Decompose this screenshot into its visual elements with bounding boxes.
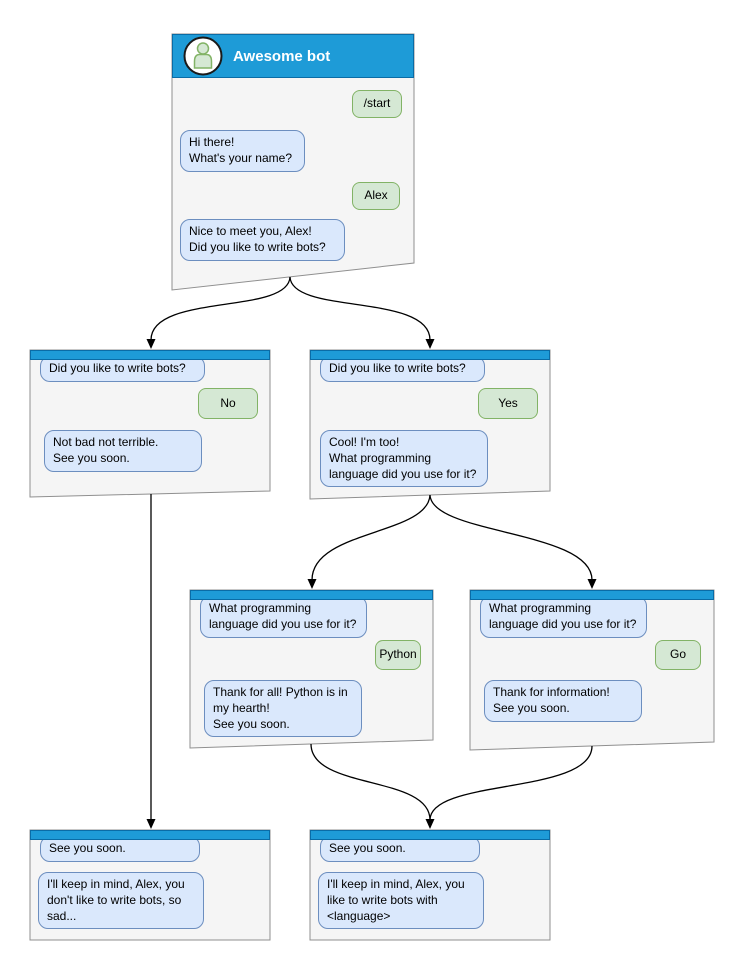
user-message-bubble: /start	[352, 90, 402, 118]
arrow-main-to-no	[150, 276, 291, 341]
bot-message-bubble: Hi there! What's your name?	[180, 130, 305, 172]
arrow-python-to-end	[310, 743, 431, 821]
bot-message-bubble: I'll keep in mind, Alex, you like to wri…	[318, 872, 484, 930]
user-message-bubble: Go	[655, 640, 701, 670]
bot-message-bubble: See you soon.	[40, 836, 200, 862]
bot-message-bubble: Not bad not terrible. See you soon.	[44, 430, 202, 472]
chat-header-end-no	[30, 830, 270, 840]
chat-header-python	[190, 590, 433, 600]
arrowhead	[146, 819, 156, 829]
chat-header-end-yes	[310, 830, 550, 840]
bot-message-bubble: See you soon.	[320, 836, 480, 862]
chat-header-go	[470, 590, 714, 600]
bot-message-bubble: Did you like to write bots?	[320, 356, 485, 382]
bot-message-bubble: I'll keep in mind, Alex, you don't like …	[38, 872, 204, 930]
bot-message-bubble: Cool! I'm too! What programming language…	[320, 430, 488, 488]
arrow-main-to-yes	[289, 276, 431, 341]
bot-message-bubble: Nice to meet you, Alex! Did you like to …	[180, 219, 345, 261]
chat-header-no	[30, 350, 270, 360]
user-message-bubble: Alex	[352, 182, 400, 210]
person-icon	[183, 36, 223, 76]
flow-arrows	[150, 276, 593, 821]
chat-header-main: Awesome bot	[172, 34, 414, 78]
bot-message-bubble: Thank for information! See you soon.	[484, 680, 642, 722]
bot-message-bubble: Thank for all! Python is in my hearth! S…	[204, 680, 362, 738]
arrow-yes-to-python	[311, 494, 431, 581]
chat-header-yes	[310, 350, 550, 360]
bot-message-bubble: What programming language did you use fo…	[200, 596, 367, 638]
arrowhead	[146, 339, 156, 349]
user-message-bubble: Python	[375, 640, 421, 670]
bot-title: Awesome bot	[233, 47, 331, 65]
bot-message-bubble: What programming language did you use fo…	[480, 596, 647, 638]
arrow-go-to-end	[429, 745, 593, 821]
arrow-yes-to-go	[429, 494, 593, 581]
user-message-bubble: Yes	[478, 388, 538, 419]
user-message-bubble: No	[198, 388, 258, 419]
arrowhead	[425, 339, 435, 349]
arrowhead	[425, 819, 435, 829]
arrowheads	[146, 339, 597, 829]
arrowhead	[587, 579, 597, 589]
arrowhead	[307, 579, 317, 589]
